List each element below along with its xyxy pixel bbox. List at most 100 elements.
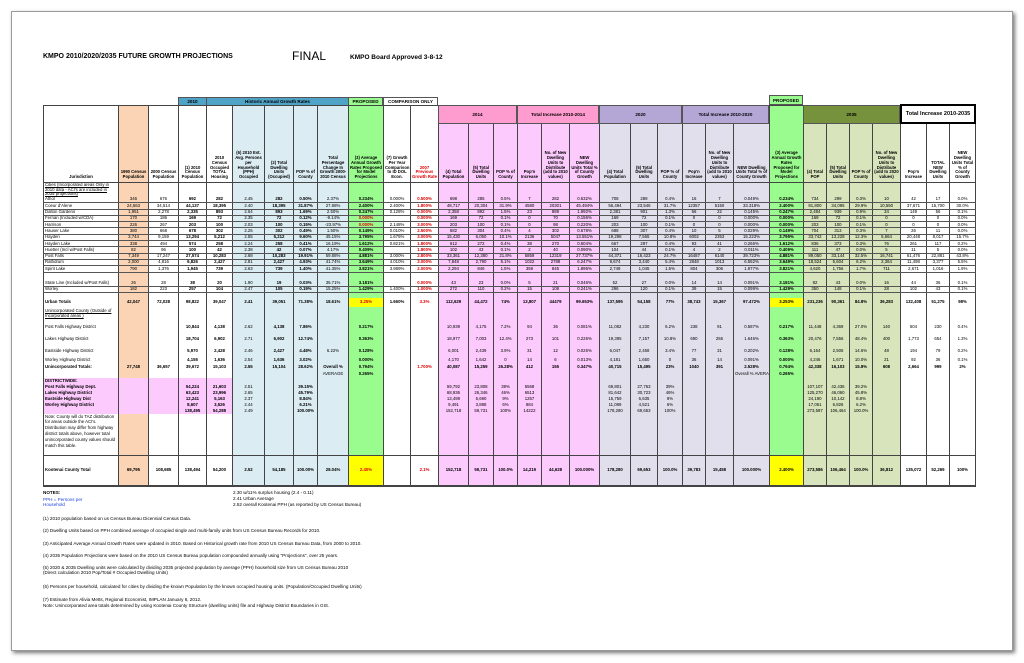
value-cell: 14.6% <box>849 344 873 357</box>
value-cell: 7,556 <box>826 332 850 345</box>
value-cell: 5,970 <box>178 344 207 357</box>
value-cell <box>826 370 850 378</box>
value-cell: 51,275 <box>926 297 950 307</box>
value-cell: 43.8% <box>949 253 976 260</box>
value-cell: 10.8% <box>657 332 683 345</box>
value-cell: 42,047 <box>118 297 149 307</box>
value-cell: Overall % AVERAGE <box>733 370 770 378</box>
value-cell <box>657 272 683 281</box>
value-cell <box>118 332 149 345</box>
value-cell <box>383 363 411 371</box>
value-cell: 999 <box>926 363 950 371</box>
value-cell <box>317 320 349 333</box>
jurisdiction-name <box>43 272 119 281</box>
approval-note: KMPO Board Approved 3-8-12 <box>350 54 443 61</box>
value-cell: 0 <box>493 356 518 364</box>
value-cell: 15,104 <box>264 363 294 371</box>
jurisdiction-name: Lakes Highway District <box>43 332 119 345</box>
empty-cell <box>872 306 901 321</box>
value-cell: 273 <box>517 332 542 345</box>
value-cell: 0.4% <box>949 320 976 333</box>
value-cell <box>410 356 439 364</box>
value-cell <box>682 370 706 378</box>
empty-cell <box>148 182 179 197</box>
column-header: (3) Average Annual Growth Rates Proposed… <box>769 105 804 183</box>
value-cell <box>599 272 631 281</box>
value-cell: 0.363% <box>348 332 384 345</box>
value-cell: 6 <box>541 356 570 364</box>
empty-cell <box>348 306 384 321</box>
value-cell: 3.4% <box>657 344 683 357</box>
empty-cell <box>541 182 570 197</box>
value-cell: 152,718 <box>438 455 469 487</box>
value-cell <box>468 370 494 378</box>
value-cell: 48 <box>872 344 901 357</box>
value-cell: 0.0% <box>949 221 976 229</box>
band-2014: 2014 <box>438 105 517 124</box>
value-cell: 39,051 <box>264 297 294 307</box>
value-cell: 1,636 <box>264 356 294 364</box>
value-cell <box>733 272 770 281</box>
value-cell: 6,902 <box>264 332 294 345</box>
table-row: DISTRICTWIDE: <box>43 377 976 384</box>
value-cell <box>118 320 149 333</box>
value-cell <box>949 395 976 402</box>
empty-cell <box>705 413 734 456</box>
column-header: 2000 Census Population <box>148 105 179 183</box>
column-header: (7) Growth Per Year Comparison to ID DOL… <box>383 105 411 183</box>
empty-cell <box>826 182 850 197</box>
empty-cell <box>599 306 631 321</box>
empty-cell <box>926 306 950 321</box>
value-cell <box>949 401 976 408</box>
value-cell: 36,283 <box>872 297 901 307</box>
empty-cell <box>206 306 233 321</box>
value-cell <box>949 407 976 414</box>
value-cell: 1,773 <box>900 332 927 345</box>
value-cell: 2.41 <box>232 297 265 307</box>
value-cell: 2,439 <box>468 344 494 357</box>
empty-cell <box>569 413 600 456</box>
value-cell <box>705 272 734 281</box>
value-cell: 0.2% <box>949 240 976 248</box>
empty-cell <box>317 306 349 321</box>
value-cell <box>293 370 318 378</box>
column-header: 2010 Census Occupied TOTAL Housing <box>206 105 233 183</box>
empty-cell <box>293 182 318 197</box>
value-cell <box>293 272 318 281</box>
value-cell: 15.7% <box>949 234 976 242</box>
column-header: Jurisdiction <box>43 105 119 183</box>
empty-cell <box>438 306 469 321</box>
value-cell: 99.653% <box>569 297 600 307</box>
value-cell: 15,103 <box>206 363 233 371</box>
value-cell <box>803 272 827 281</box>
value-cell: 0.265% <box>348 370 384 378</box>
empty-cell <box>682 413 706 456</box>
value-cell: 2,427 <box>264 344 294 357</box>
section-row: Cities (Incorporated areas Only in 2010 … <box>43 182 976 197</box>
value-cell: 92 <box>900 356 927 364</box>
value-cell <box>949 370 976 378</box>
value-cell <box>926 370 950 378</box>
empty-cell <box>348 182 384 197</box>
value-cell: 2% <box>949 363 976 371</box>
value-cell <box>410 370 439 378</box>
value-cell <box>410 320 439 333</box>
value-cell: 194 <box>900 344 927 357</box>
value-cell: 15,259 <box>468 363 494 371</box>
note-item: (7) Estimate from Alivia Metts, Regional… <box>43 597 202 602</box>
value-cell: 59,731 <box>468 455 494 487</box>
value-cell: 19,395 <box>599 332 631 345</box>
value-cell: 132,408 <box>900 297 927 307</box>
empty-cell <box>148 306 179 321</box>
value-cell <box>630 370 658 378</box>
value-cell <box>206 272 233 281</box>
value-cell: 69,795 <box>118 455 149 487</box>
empty-cell <box>517 413 542 456</box>
